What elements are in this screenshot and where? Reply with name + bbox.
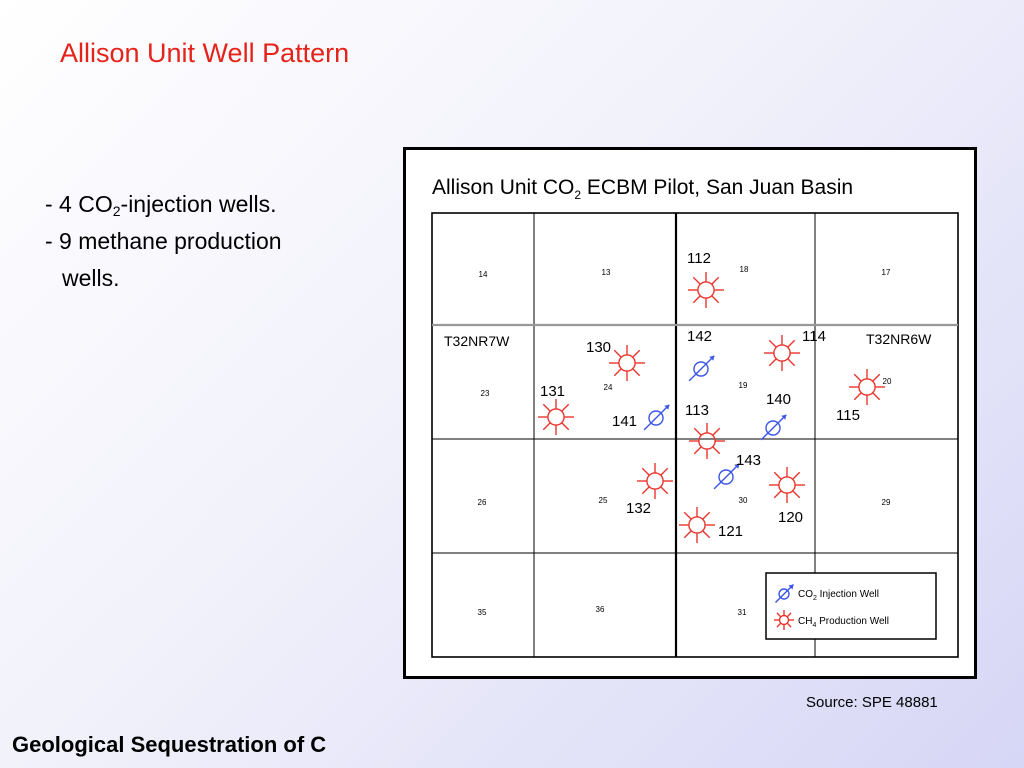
section-number: 17	[882, 268, 891, 277]
bullet-1-subscript: 2	[112, 203, 121, 219]
section-number: 23	[481, 389, 490, 398]
ch4-production-well-icon	[688, 272, 724, 308]
well-map: Allison Unit CO2 ECBM Pilot, San Juan Ba…	[403, 147, 977, 679]
ch4-production-well-icon	[774, 610, 794, 630]
section-number: 18	[740, 265, 749, 274]
well-label: 120	[778, 509, 803, 526]
section-number: 14	[479, 270, 488, 279]
section-number: 26	[478, 498, 487, 507]
co2-injection-well-icon	[688, 355, 715, 382]
ch4-production-well-icon	[774, 610, 794, 630]
township-label: T32NR6W	[866, 331, 932, 347]
ch4-production-well-icon	[689, 423, 725, 459]
co2-injection-well-icon	[713, 463, 740, 490]
well-label: 141	[612, 413, 637, 430]
well-label: 143	[736, 452, 761, 469]
section-number: 29	[882, 498, 891, 507]
ch4-production-well-icon	[609, 345, 645, 381]
legend-production-label: CH4 Production Well	[798, 616, 889, 629]
section-number: 19	[739, 381, 748, 390]
bullet-injection-wells: - 4 CO2-injection wells.	[45, 186, 282, 223]
well-label: 121	[718, 523, 743, 540]
section-number: 36	[596, 605, 605, 614]
source-citation: Source: SPE 48881	[806, 694, 938, 711]
bullet-1-suffix: -injection wells.	[120, 191, 277, 217]
section-number: 20	[883, 377, 892, 386]
legend-injection-label: CO2 Injection Well	[798, 589, 879, 602]
well-label: 142	[687, 328, 712, 345]
section-number: 31	[738, 608, 747, 617]
co2-injection-well-icon	[775, 584, 794, 603]
co2-injection-well-icon	[643, 404, 670, 431]
well-label: 112	[687, 250, 711, 267]
well-label: 140	[766, 391, 791, 408]
section-number: 35	[478, 608, 487, 617]
footer-title: Geological Sequestration of C	[12, 732, 327, 757]
bullet-list: - 4 CO2-injection wells. - 9 methane pro…	[45, 186, 282, 297]
ch4-production-well-icon	[769, 467, 805, 503]
well-map-canvas: Allison Unit CO2 ECBM Pilot, San Juan Ba…	[431, 176, 959, 658]
wells-layer: 142 141 140 143 112 130 114 131 113 115 132 120 121	[538, 250, 885, 543]
well-label: 131	[540, 383, 565, 400]
ch4-production-well-icon	[849, 369, 885, 405]
ch4-production-well-icon	[764, 335, 800, 371]
map-title: Allison Unit CO2 ECBM Pilot, San Juan Ba…	[432, 176, 853, 202]
co2-injection-well-icon	[760, 414, 787, 441]
map-legend: CO2 Injection Well CH4 Production Well	[765, 572, 937, 640]
well-label: 114	[802, 328, 826, 345]
township-labels: T32NR7W T32NR6W	[444, 331, 932, 349]
section-number: 30	[739, 496, 748, 505]
well-label: 132	[626, 500, 651, 517]
co2-injection-well-icon	[775, 584, 794, 603]
section-number: 24	[604, 383, 613, 392]
well-label: 130	[586, 339, 611, 356]
section-numbers: 14 13 18 17 23 24 19 20 26 25 30 29 35 3…	[478, 265, 892, 617]
section-grid	[431, 212, 959, 658]
section-number: 13	[602, 268, 611, 277]
well-label: 115	[836, 407, 860, 424]
slide-title: Allison Unit Well Pattern	[60, 38, 350, 68]
bullet-production-wells-line1: - 9 methane production	[45, 228, 282, 254]
ch4-production-well-icon	[538, 399, 574, 435]
township-label: T32NR7W	[444, 333, 510, 349]
well-label: 113	[685, 402, 709, 419]
section-number: 25	[599, 496, 608, 505]
ch4-production-well-icon	[637, 463, 673, 499]
ch4-production-well-icon	[679, 507, 715, 543]
bullet-1-prefix: - 4 CO	[45, 191, 113, 217]
bullet-production-wells-line2: wells.	[62, 265, 120, 291]
